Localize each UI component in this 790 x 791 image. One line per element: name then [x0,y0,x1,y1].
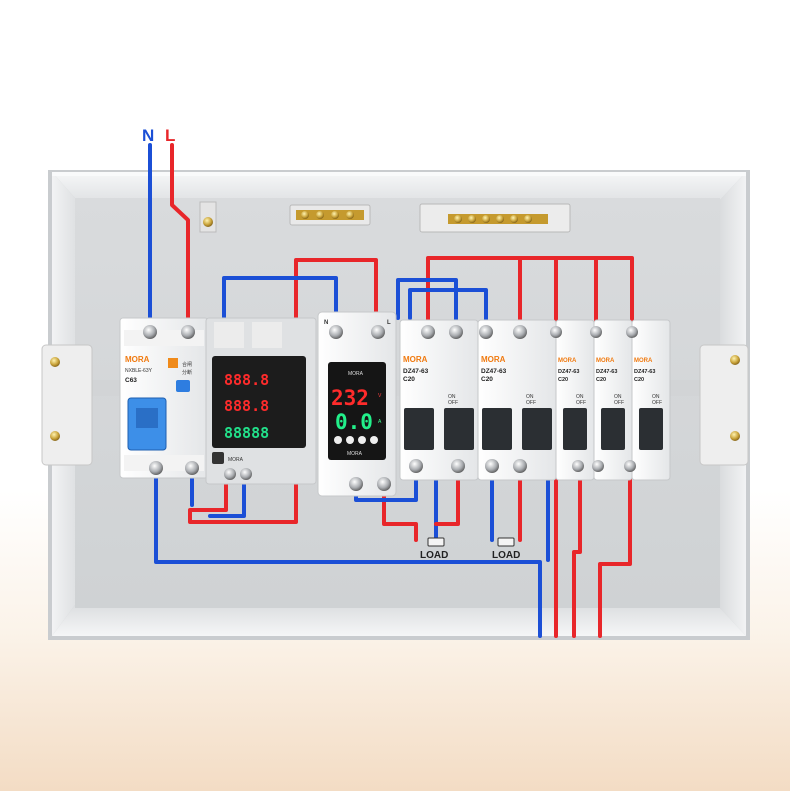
meter-row-3: 88888 [224,424,269,442]
rcbo-rating: C63 [125,377,137,384]
breaker-4: MORA DZ47-63 C20 ON OFF [590,319,633,481]
rcbo-test-button[interactable] [176,380,190,392]
breaker-4-on: ON [614,394,622,400]
breaker-4-rating: C20 [596,377,606,383]
breaker-2-brand: MORA [481,355,506,364]
breaker-1-brand: MORA [403,355,428,364]
breaker-2-off: OFF [526,400,536,406]
load-1-label: LOAD [420,550,448,561]
meter-label: MORA [228,457,244,463]
breaker-2-handle-a[interactable] [482,408,512,450]
breaker-5-on: ON [652,394,660,400]
protector-button-p[interactable] [334,436,342,444]
breaker-5: MORA DZ47-63 C20 ON OFF [624,319,671,481]
protector-terminal-l: L [387,320,391,326]
breaker-4-model: DZ47-63 [596,369,617,375]
meter-button[interactable] [212,452,224,464]
breaker-2-rating: C20 [481,376,493,383]
breaker-3-handle[interactable] [563,408,587,450]
protector-button-3[interactable] [370,436,378,444]
breaker-3-brand: MORA [558,358,577,364]
protector-terminal-n: N [324,320,328,326]
protector-current-unit: A [378,419,382,425]
protector-current: 0.0 [335,410,373,434]
load-2: LOAD [492,537,520,561]
breaker-2-model: DZ47-63 [481,368,507,375]
load-1: LOAD [420,537,448,561]
meter-screen [212,356,306,448]
breaker-5-brand: MORA [634,358,653,364]
terminal-bar-right [419,203,571,233]
breaker-3-off: OFF [576,400,586,406]
terminal-bar-left [289,204,371,226]
breaker-1-model: DZ47-63 [403,368,429,375]
breaker-1-handle-b[interactable] [444,408,474,450]
load-2-label: LOAD [492,550,520,561]
voltage-protector: N L MORA 232 V 0.0 A MORA [317,311,397,497]
neutral-label: N [142,126,154,145]
breaker-1-off: OFF [448,400,458,406]
rcbo-text-off: 分断 [182,369,192,376]
rcbo-brand: MORA [125,355,150,364]
protector-button-1[interactable] [346,436,354,444]
breaker-3-on: ON [576,394,584,400]
digital-meter: 888.8 888.8 88888 MORA [205,317,317,485]
earth-post [199,201,217,233]
breaker-1-handle-a[interactable] [404,408,434,450]
protector-brand: MORA [348,371,364,377]
protector-voltage: 232 [331,386,369,410]
breaker-3: MORA DZ47-63 C20 ON OFF [550,319,595,481]
breaker-2: MORA DZ47-63 C20 ON OFF [477,319,557,481]
rcbo-breaker: MORA NXBLE-63Y C63 合闸 分断 [119,317,209,479]
breaker-5-model: DZ47-63 [634,369,655,375]
protector-button-2[interactable] [358,436,366,444]
breaker-5-off: OFF [652,400,662,406]
breaker-group: MORA DZ47-63 C20 ON OFF MORA DZ47-63 C20… [399,319,671,481]
breaker-2-handle-b[interactable] [522,408,552,450]
breaker-2-on: ON [526,394,534,400]
breaker-4-off: OFF [614,400,624,406]
rcbo-model: NXBLE-63Y [125,368,153,374]
rcbo-text-on: 合闸 [182,361,192,368]
breaker-1-on: ON [448,394,456,400]
protector-voltage-unit: V [378,393,382,399]
breaker-5-rating: C20 [634,377,644,383]
breaker-4-handle[interactable] [601,408,625,450]
live-label: L [165,126,175,145]
breaker-4-brand: MORA [596,358,615,364]
breaker-1: MORA DZ47-63 C20 ON OFF [399,319,479,481]
breaker-3-model: DZ47-63 [558,369,579,375]
breaker-1-rating: C20 [403,376,415,383]
meter-row-2: 888.8 [224,397,269,415]
meter-row-1: 888.8 [224,371,269,389]
protector-bottom-label: MORA [347,451,363,457]
breaker-3-rating: C20 [558,377,568,383]
breaker-5-handle[interactable] [639,408,663,450]
